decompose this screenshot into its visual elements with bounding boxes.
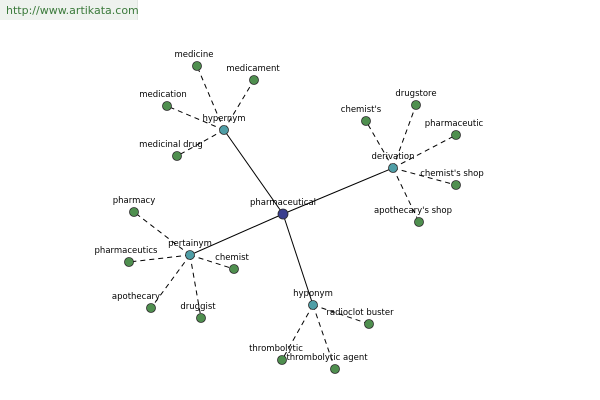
- edge-pertainym-pharmaceutics: [128, 254, 191, 263]
- url-bar: http://www.artikata.com: [0, 0, 139, 20]
- url-link[interactable]: http://www.artikata.com: [6, 4, 139, 17]
- edge-derivation-pharmaceutic: [392, 134, 457, 169]
- edge-pertainym-pharmacy: [133, 211, 191, 256]
- leaf-node-drugstore[interactable]: [411, 100, 421, 110]
- leaf-node-thrombolytic[interactable]: [277, 355, 287, 365]
- leaf-label-pharmaceutics: pharmaceutics: [95, 246, 158, 256]
- leaf-node-chemist[interactable]: [229, 264, 239, 274]
- edge-pertainym-druggist: [189, 254, 202, 319]
- relation-node-hypernym[interactable]: [219, 125, 229, 135]
- leaf-label-medicament: medicament: [226, 64, 280, 74]
- edge-hyponym-thrombolytic: [281, 304, 314, 361]
- edge-derivation-chemist-s-shop: [392, 167, 457, 186]
- edge-root-hypernym: [223, 129, 284, 215]
- edge-hyponym-thrombolytic-agent: [312, 304, 336, 370]
- edge-hypernym-medicament: [223, 79, 255, 131]
- leaf-node-apothecary[interactable]: [146, 303, 156, 313]
- relation-node-pertainym[interactable]: [185, 250, 195, 260]
- edge-pertainym-chemist: [189, 254, 235, 270]
- root-label: pharmaceutical: [250, 198, 316, 208]
- leaf-node-apothecary-s-shop[interactable]: [414, 217, 424, 227]
- leaf-label-chemist: chemist: [215, 253, 249, 263]
- leaf-label-chemist-s: chemist's: [341, 105, 382, 115]
- edge-hyponym-radioclot-buster: [312, 304, 370, 325]
- graph-nodes: [124, 61, 461, 374]
- leaf-label-medication: medication: [139, 90, 186, 100]
- edge-pertainym-apothecary: [150, 254, 191, 309]
- graph-edges: [128, 65, 457, 370]
- root-node[interactable]: [277, 208, 289, 220]
- leaf-label-radioclot-buster: radioclot buster: [326, 308, 394, 318]
- leaf-node-medication[interactable]: [162, 101, 172, 111]
- edge-hypernym-medicine: [196, 65, 225, 131]
- relation-node-hyponym[interactable]: [308, 300, 318, 310]
- leaf-node-chemist-s-shop[interactable]: [451, 180, 461, 190]
- leaf-node-pharmacy[interactable]: [129, 207, 139, 217]
- relation-label-derivation: derivation: [371, 152, 414, 162]
- leaf-label-medicine: medicine: [175, 50, 214, 60]
- edge-hypernym-medication: [166, 105, 225, 131]
- leaf-label-thrombolytic: thrombolytic: [249, 344, 303, 354]
- edge-derivation-apothecary-s-shop: [392, 167, 420, 223]
- edge-derivation-chemist-s: [365, 120, 394, 169]
- leaf-node-pharmaceutic[interactable]: [451, 130, 461, 140]
- leaf-node-pharmaceutics[interactable]: [124, 257, 134, 267]
- relation-label-hypernym: hypernym: [202, 114, 245, 124]
- leaf-label-pharmacy: pharmacy: [113, 196, 156, 206]
- leaf-label-medicinal-drug: medicinal drug: [139, 140, 203, 150]
- leaf-node-medicament[interactable]: [249, 75, 259, 85]
- leaf-node-thrombolytic-agent[interactable]: [330, 364, 340, 374]
- graph-labels: medicine medicament medication medicinal dr…: [95, 50, 484, 363]
- leaf-node-druggist[interactable]: [196, 313, 206, 323]
- leaf-label-drugstore: drugstore: [395, 89, 436, 99]
- relation-label-hyponym: hyponym: [293, 289, 333, 299]
- leaf-label-thrombolytic-agent: thrombolytic agent: [286, 353, 368, 363]
- leaf-label-druggist: druggist: [180, 302, 216, 312]
- edge-derivation-drugstore: [392, 104, 417, 169]
- leaf-node-medicinal-drug[interactable]: [172, 151, 182, 161]
- relation-node-derivation[interactable]: [388, 163, 398, 173]
- leaf-label-apothecary: apothecary: [112, 292, 160, 302]
- leaf-label-pharmaceutic: pharmaceutic: [425, 119, 484, 129]
- edge-root-pertainym: [189, 213, 284, 256]
- leaf-node-chemist-s[interactable]: [361, 116, 371, 126]
- leaf-label-chemist-s-shop: chemist's shop: [420, 169, 484, 179]
- leaf-node-medicine[interactable]: [192, 61, 202, 71]
- leaf-node-radioclot-buster[interactable]: [364, 319, 374, 329]
- leaf-label-apothecary-s-shop: apothecary's shop: [374, 206, 452, 216]
- edge-root-derivation: [282, 167, 394, 215]
- edge-root-hyponym: [282, 213, 314, 306]
- relation-label-pertainym: pertainym: [168, 239, 212, 249]
